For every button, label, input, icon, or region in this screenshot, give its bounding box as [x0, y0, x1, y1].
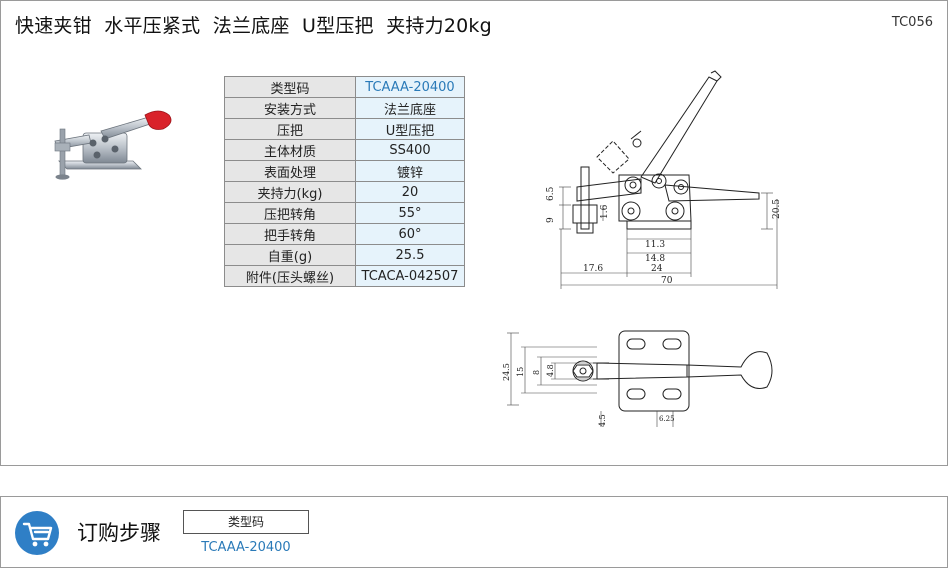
spec-row: 夹持力(kg)20 — [224, 181, 465, 203]
type-code-value[interactable]: TCAAA-20400 — [201, 540, 291, 555]
spec-value: SS400 — [355, 139, 465, 161]
product-code: TC056 — [891, 15, 933, 30]
top-view-drawing: 24.5 15 8 4.8 4.5 6.25 — [502, 330, 773, 427]
dim-label: 1.6 — [600, 204, 610, 219]
dim-label: 14.8 — [645, 254, 665, 264]
spec-label: 表面处理 — [224, 160, 356, 182]
spec-row: 自重(g)25.5 — [224, 244, 465, 266]
spec-row: 安装方式法兰底座 — [224, 97, 465, 119]
spec-value: 60° — [355, 223, 465, 245]
spec-value: 25.5 — [355, 244, 465, 266]
dim-label: 70 — [661, 276, 673, 286]
dim-label: 4.8 — [546, 364, 555, 377]
page-title: 快速夹钳 水平压紧式 法兰底座 U型压把 夹持力20kg — [15, 15, 492, 37]
dim-label: 6.5 — [546, 186, 556, 201]
spec-value: 法兰底座 — [355, 97, 465, 119]
side-view-dim-labels: 6.5 9 1.6 11.3 14.8 24 17.6 70 20.5 — [546, 186, 781, 286]
spec-label: 把手转角 — [224, 223, 356, 245]
dim-label: 4.5 — [598, 414, 607, 427]
side-view-drawing: 6.5 9 1.6 11.3 14.8 24 17.6 70 20.5 — [546, 70, 781, 289]
dim-label: 8 — [532, 370, 541, 375]
type-code-field: 类型码 — [183, 510, 309, 534]
dim-label: 9 — [546, 217, 556, 223]
spec-value: 镀锌 — [355, 160, 465, 182]
product-image — [54, 110, 172, 180]
spec-row: 表面处理镀锌 — [224, 160, 465, 182]
spec-value: TCACA-042507 — [355, 265, 465, 287]
spec-label: 安装方式 — [224, 97, 356, 119]
spec-label: 自重(g) — [224, 244, 356, 266]
dim-label: 20.5 — [772, 199, 781, 219]
cart-icon — [15, 511, 59, 555]
top-view-dim-labels: 24.5 15 8 4.8 4.5 6.25 — [502, 363, 675, 427]
spec-label: 类型码 — [224, 76, 356, 98]
spec-value[interactable]: TCAAA-20400 — [355, 76, 465, 98]
spec-label: 压把 — [224, 118, 356, 140]
spec-label: 主体材质 — [224, 139, 356, 161]
spec-value: 55° — [355, 202, 465, 224]
spec-value: U型压把 — [355, 118, 465, 140]
dim-label: 17.6 — [583, 264, 603, 274]
spec-label: 夹持力(kg) — [224, 181, 356, 203]
spec-value: 20 — [355, 181, 465, 203]
order-panel: 订购步骤 类型码 TCAAA-20400 — [0, 496, 948, 568]
dim-label: 15 — [516, 367, 525, 377]
order-steps-title: 订购步骤 — [77, 521, 161, 545]
spec-label: 附件(压头螺丝) — [224, 265, 356, 287]
dim-label: 11.3 — [645, 240, 665, 250]
dim-label: 24.5 — [502, 363, 511, 381]
dim-label: 24 — [651, 264, 663, 274]
spec-label: 压把转角 — [224, 202, 356, 224]
spec-row: 附件(压头螺丝)TCACA-042507 — [224, 265, 465, 287]
dim-label: 6.25 — [659, 415, 675, 423]
product-panel: 快速夹钳 水平压紧式 法兰底座 U型压把 夹持力20kg TC056 — [0, 0, 948, 466]
